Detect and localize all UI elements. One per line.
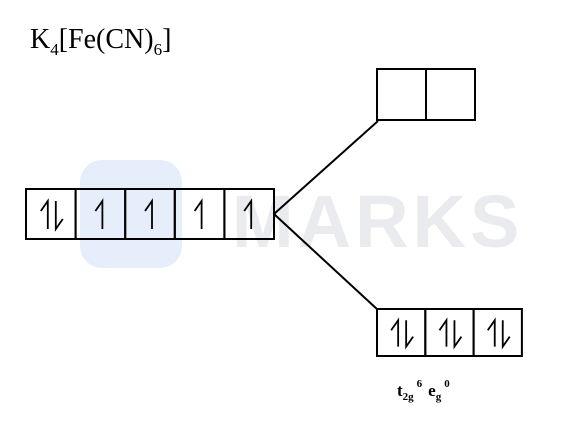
- t2g-orbital-box: [472, 308, 523, 357]
- eg-orbital-box: [425, 68, 476, 121]
- d-orbital-box: [25, 188, 77, 240]
- t2g-orbital-box: [424, 308, 475, 357]
- t2g-orbitals: [376, 308, 523, 357]
- config-t-sub: 2g: [403, 391, 415, 403]
- formula-base: K: [30, 24, 50, 55]
- eg-orbitals: [376, 68, 476, 121]
- electron-up-arrow: [243, 198, 253, 229]
- t2g-orbital-box-outline: [376, 308, 427, 357]
- electron-up-arrow: [390, 317, 400, 347]
- d-orbital-box: [173, 188, 226, 240]
- degenerate-d-orbitals: [25, 188, 275, 240]
- eg-orbital-box-outline: [376, 68, 427, 121]
- electron-down-arrow: [501, 320, 511, 350]
- eg-orbital-box: [376, 68, 427, 121]
- electron-up-arrow: [487, 317, 496, 347]
- d-orbital-box-outline: [25, 188, 77, 240]
- electron-up-arrow: [438, 317, 448, 347]
- t2g-orbital-box-outline: [472, 308, 523, 357]
- config-e-sup: 0: [444, 378, 450, 390]
- eg-orbital-box-outline: [425, 68, 476, 121]
- config-t: t: [397, 381, 403, 400]
- d-orbital-box-outline: [223, 188, 275, 240]
- complex-formula: K4[Fe(CN)6]: [30, 24, 171, 59]
- t2g-orbital-box-outline: [424, 308, 475, 357]
- electron-up-arrow: [94, 198, 104, 229]
- electron-up-arrow: [193, 198, 203, 229]
- config-e-sub: g: [436, 391, 442, 403]
- t2g-orbital-box: [376, 308, 427, 357]
- formula-sub-cyanide: 6: [154, 40, 163, 59]
- d-orbital-box-outline: [173, 188, 226, 240]
- electron-down-arrow: [405, 320, 414, 350]
- formula-sub-potassium: 4: [50, 40, 59, 59]
- d-orbital-box: [223, 188, 275, 240]
- split-line-upper: [273, 120, 379, 215]
- config-e: e: [428, 381, 436, 400]
- watermark-logo: [80, 160, 182, 268]
- electron-up-arrow: [144, 198, 153, 229]
- electron-down-arrow: [453, 320, 463, 350]
- config-t-sup: 6: [417, 378, 423, 390]
- formula-bracket-close: ]: [162, 24, 171, 55]
- watermark: MARKS: [80, 160, 523, 268]
- split-line-lower: [273, 213, 379, 311]
- electron-up-arrow: [40, 198, 49, 229]
- formula-bracket: [Fe(CN): [59, 24, 154, 55]
- electron-down-arrow: [54, 201, 64, 232]
- watermark-text: MARKS: [232, 180, 523, 263]
